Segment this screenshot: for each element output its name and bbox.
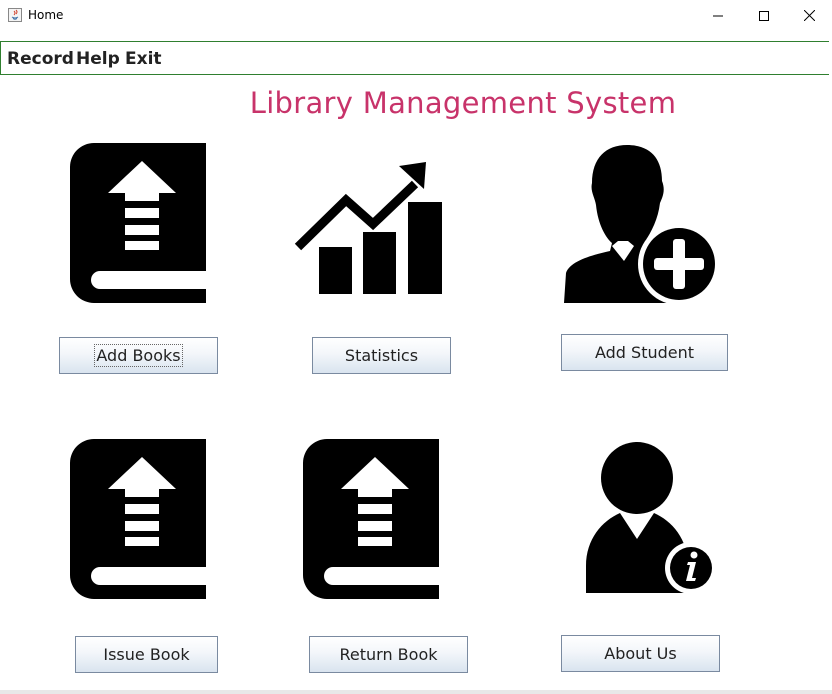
close-button[interactable] bbox=[786, 0, 832, 31]
about-us-button[interactable]: About Us bbox=[561, 635, 720, 672]
minimize-button[interactable] bbox=[695, 0, 741, 31]
add-student-button[interactable]: Add Student bbox=[561, 334, 728, 371]
issue-book-button[interactable]: Issue Book bbox=[75, 636, 218, 673]
statistics-label: Statistics bbox=[344, 346, 419, 365]
close-icon bbox=[803, 10, 815, 21]
book-upload-icon bbox=[70, 439, 206, 599]
menu-bar: Record Help Exit bbox=[0, 41, 829, 75]
return-book-button[interactable]: Return Book bbox=[309, 636, 468, 673]
statistics-button[interactable]: Statistics bbox=[312, 337, 451, 374]
add-books-button[interactable]: Add Books bbox=[59, 337, 218, 374]
return-book-label: Return Book bbox=[339, 645, 438, 664]
java-app-icon bbox=[8, 8, 22, 22]
menu-exit[interactable]: Exit bbox=[125, 49, 162, 69]
window-title: Home bbox=[28, 8, 64, 22]
window-titlebar: Home bbox=[0, 0, 832, 31]
app-title: Library Management System bbox=[249, 86, 677, 120]
minimize-icon bbox=[713, 15, 723, 16]
book-upload-icon bbox=[70, 143, 206, 303]
add-books-label: Add Books bbox=[94, 344, 183, 367]
menu-record[interactable]: Record bbox=[7, 49, 74, 69]
maximize-icon bbox=[759, 10, 769, 21]
add-student-icon bbox=[564, 145, 720, 305]
issue-book-label: Issue Book bbox=[103, 645, 190, 664]
maximize-button[interactable] bbox=[741, 0, 787, 31]
statistics-chart-icon bbox=[294, 162, 442, 294]
add-student-label: Add Student bbox=[594, 343, 695, 362]
about-us-label: About Us bbox=[604, 644, 677, 663]
book-upload-icon bbox=[303, 439, 439, 599]
user-info-icon bbox=[586, 442, 716, 593]
window-bottom-edge bbox=[0, 690, 832, 694]
menu-help[interactable]: Help bbox=[76, 49, 120, 69]
